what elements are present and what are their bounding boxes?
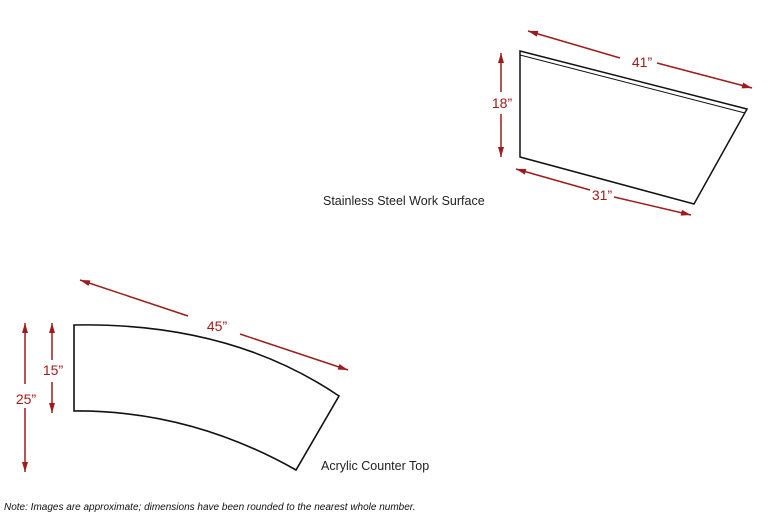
stainless-dimension-top — [527, 30, 753, 89]
stainless-steel-shape — [519, 50, 749, 205]
stainless-caption: Stainless Steel Work Surface — [323, 194, 485, 208]
stainless-dimension-bottom — [515, 168, 692, 216]
approximation-note: Note: Images are approximate; dimensions… — [4, 502, 416, 513]
acrylic-inner-label: 15” — [43, 362, 64, 378]
stainless-top-label: 41” — [632, 54, 653, 70]
acrylic-outer-label: 25” — [16, 391, 37, 407]
stainless-bottom-label: 31” — [592, 187, 613, 203]
acrylic-length-label: 45” — [207, 318, 228, 334]
stainless-side-label: 18” — [492, 95, 513, 111]
acrylic-caption: Acrylic Counter Top — [321, 459, 430, 473]
acrylic-dimension-length — [79, 279, 349, 371]
acrylic-shape — [73, 324, 341, 472]
